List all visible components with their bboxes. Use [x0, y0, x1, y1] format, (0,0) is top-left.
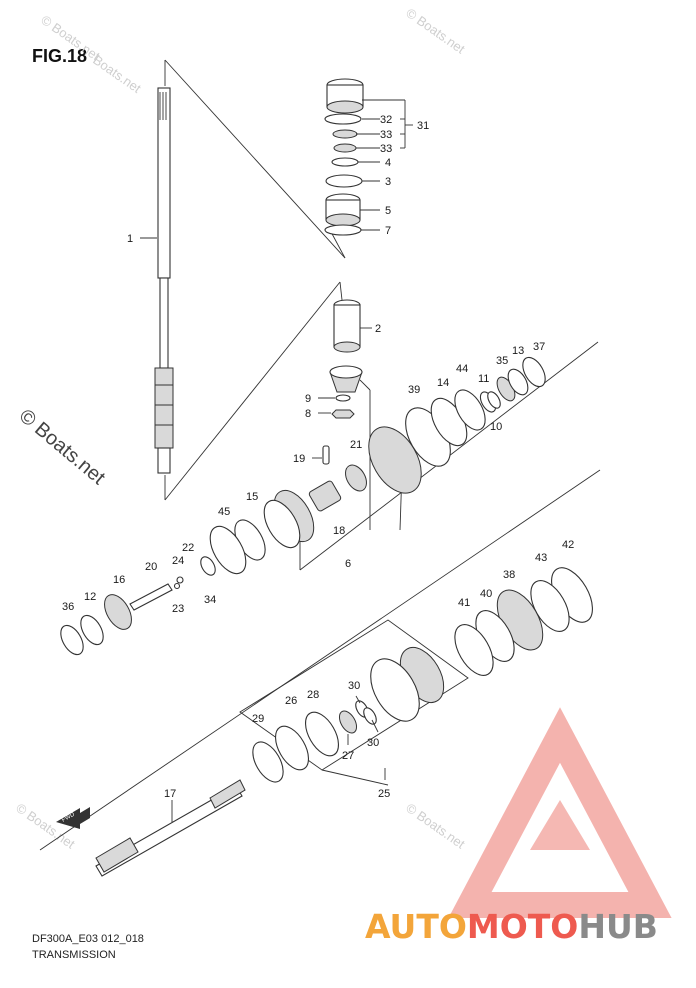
drive-shaft: [154, 87, 174, 474]
pin-19: [322, 445, 330, 465]
ring-32: [324, 113, 362, 125]
automotohub-logo-mark: [448, 707, 672, 918]
callout-33b: 33: [380, 143, 392, 155]
callout-16: 16: [113, 574, 125, 586]
callout-30-bottom: 30: [367, 737, 379, 749]
callout-5: 5: [385, 205, 391, 217]
callout-20: 20: [145, 561, 157, 573]
callout-33a: 33: [380, 129, 392, 141]
callout-28: 28: [307, 689, 319, 701]
callout-36: 36: [62, 601, 74, 613]
ring-3: [325, 174, 363, 188]
callout-12: 12: [84, 591, 96, 603]
callout-1: 1: [127, 233, 133, 245]
callout-24: 24: [172, 555, 184, 567]
callout-45: 45: [218, 506, 230, 518]
bearing-27: [338, 710, 358, 734]
callout-27: 27: [342, 750, 354, 762]
callout-10: 10: [490, 421, 502, 433]
fwd-arrow-icon: FWD: [56, 807, 90, 829]
callout-30-top: 30: [348, 680, 360, 692]
callout-26: 26: [285, 695, 297, 707]
callout-34: 34: [204, 594, 216, 606]
ring-45: [209, 525, 247, 575]
snap-ring-36: [60, 624, 84, 656]
washer-4: [331, 157, 359, 167]
callout-25: 25: [378, 788, 390, 800]
callout-44: 44: [456, 363, 468, 375]
pinion-gear: [329, 365, 363, 393]
shim-7: [324, 224, 362, 236]
callout-32: 32: [380, 114, 392, 126]
bearing-33a: [332, 129, 358, 139]
pin-22-24-23: [173, 576, 184, 590]
sleeve-2: [333, 299, 361, 353]
ring-13: [507, 368, 529, 396]
callout-35: 35: [496, 355, 508, 367]
bearing-16: [104, 594, 132, 630]
bearing-33b: [333, 143, 357, 153]
figure-title: FIG.18: [32, 46, 87, 66]
washer-30b: [363, 707, 377, 725]
logo-part-auto: AUTO: [365, 907, 467, 946]
callout-15: 15: [246, 491, 258, 503]
logo-part-hub: HUB: [578, 907, 658, 946]
shim-29: [252, 741, 284, 783]
callout-8: 8: [305, 408, 311, 420]
callout-14: 14: [437, 377, 449, 389]
gear-15: [263, 489, 315, 549]
callout-42: 42: [562, 539, 574, 551]
watermark-bottom-left: © Boats.net: [13, 800, 78, 852]
logo-wordmark: AUTOMOTOHUB: [365, 907, 658, 946]
callout-11: 11: [478, 373, 489, 385]
callout-37: 37: [533, 341, 545, 353]
snap-ring-37: [522, 356, 546, 388]
push-rod-20: [129, 583, 173, 611]
callout-38: 38: [503, 569, 515, 581]
clutch-18: [308, 480, 342, 512]
callout-19: 19: [293, 453, 305, 465]
callout-13: 13: [512, 345, 524, 357]
callout-39: 39: [408, 384, 420, 396]
washer-34: [200, 556, 216, 576]
callout-9: 9: [305, 393, 311, 405]
callout-43: 43: [535, 552, 547, 564]
bearing-21: [345, 464, 367, 492]
ring-44: [454, 389, 486, 431]
ring-12: [80, 614, 104, 646]
callout-41: 41: [458, 597, 470, 609]
watermark-title: Boats.net: [90, 52, 144, 96]
callout-2: 2: [375, 323, 381, 335]
callout-21: 21: [350, 439, 362, 451]
bearing-housing-32: [326, 78, 364, 114]
callout-7: 7: [385, 225, 391, 237]
callout-40: 40: [480, 588, 492, 600]
watermark-left-big: © Boats.net: [15, 405, 110, 489]
callouts: 1 2 3 4 5 6 7 8 9 10 11 12 13 14 15 16 1…: [62, 114, 574, 800]
housing-25: [370, 647, 445, 722]
footer-name: TRANSMISSION: [32, 949, 116, 961]
propeller-shaft: [95, 779, 246, 877]
callout-4: 4: [385, 157, 391, 169]
callout-31: 31: [417, 120, 429, 132]
footer-code: DF300A_E03 012_018: [32, 933, 144, 945]
callout-22: 22: [182, 542, 194, 554]
callout-18: 18: [333, 525, 345, 537]
callout-23: 23: [172, 603, 184, 615]
nut-8: [331, 409, 355, 419]
bearing-5: [325, 193, 361, 227]
watermark-bottom-center: © Boats.net: [403, 800, 468, 852]
washer-10: [487, 391, 501, 409]
gear-28: [304, 711, 340, 757]
washer-9: [335, 394, 351, 402]
callout-6: 6: [345, 558, 351, 570]
logo-part-moto: MOTO: [467, 907, 578, 946]
ring-26: [274, 725, 310, 771]
callout-17: 17: [164, 788, 176, 800]
ring-41: [454, 624, 494, 676]
callout-29: 29: [252, 713, 264, 725]
watermark-top-right: © Boats.net: [403, 5, 468, 57]
callout-3: 3: [385, 176, 391, 188]
